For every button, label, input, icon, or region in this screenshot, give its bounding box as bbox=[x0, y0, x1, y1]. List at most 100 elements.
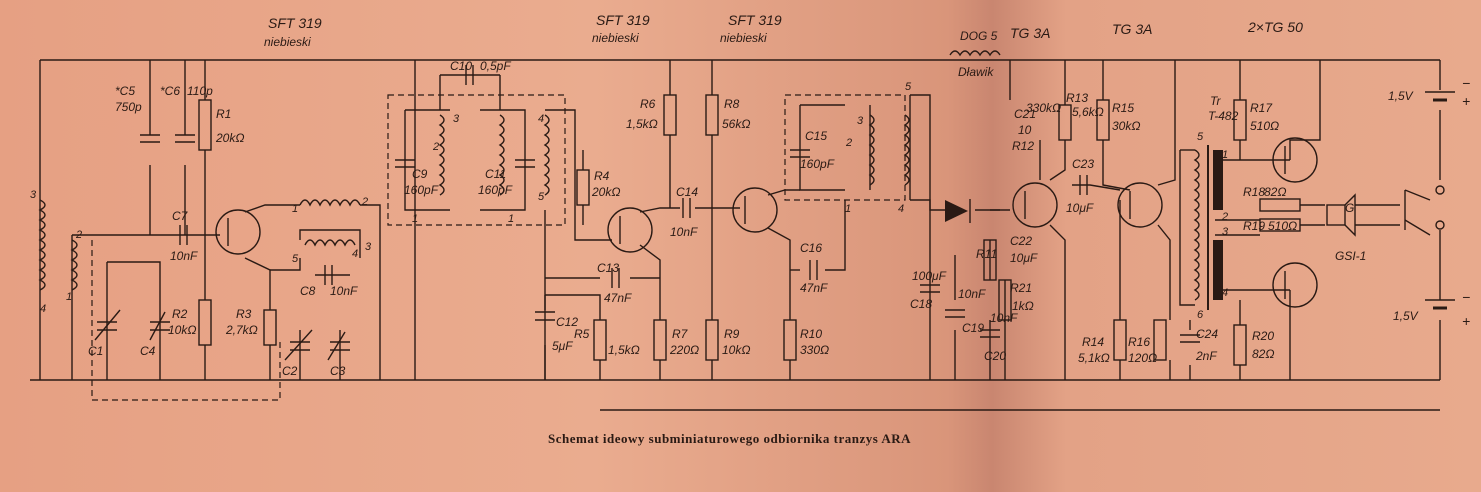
label-val-C20: 10nF bbox=[990, 311, 1018, 325]
label-val-R13: 5,6kΩ bbox=[1072, 105, 1104, 119]
speaker-symbol bbox=[1326, 193, 1356, 237]
pin-num: 3 bbox=[453, 113, 460, 125]
pin-num: 1 bbox=[508, 213, 514, 225]
transistor-label-5: TG 3A bbox=[1112, 21, 1152, 37]
label-val-R15: 30kΩ bbox=[1112, 119, 1140, 133]
battery-plus-1: + bbox=[1462, 93, 1470, 109]
label-ref-R17: R17 bbox=[1250, 101, 1273, 115]
label-ref-R11: R11 bbox=[976, 247, 997, 261]
pin-num: 3 bbox=[30, 189, 37, 201]
transformer-model: T-482 bbox=[1208, 109, 1239, 123]
label-val-C12: 5μF bbox=[552, 339, 573, 353]
resistors bbox=[198, 94, 1301, 366]
label-val-C9: 160pF bbox=[404, 183, 439, 197]
coils bbox=[38, 50, 1001, 291]
label-ref-C6: *C6 bbox=[160, 84, 180, 98]
pin-num: 4 bbox=[40, 303, 46, 315]
label-val-C10: 0,5pF bbox=[480, 59, 511, 73]
pin-num: 3 bbox=[1222, 226, 1229, 238]
pin-num: 3 bbox=[857, 115, 864, 127]
label-val-R7: 220Ω bbox=[669, 343, 699, 357]
diode-symbol bbox=[945, 199, 971, 223]
label-ref-R21: R21 bbox=[1010, 281, 1032, 295]
pin-num: 2 bbox=[432, 141, 439, 153]
label-ref-C22: C22 bbox=[1010, 234, 1032, 248]
pin-num: 4 bbox=[898, 203, 904, 215]
label-ref-C15: C15 bbox=[805, 129, 827, 143]
label-val-R16: 120Ω bbox=[1128, 351, 1157, 365]
label-val-C7: 10nF bbox=[170, 249, 198, 263]
pin-num: 1 bbox=[845, 203, 851, 215]
pin-num: 1 bbox=[292, 203, 298, 215]
output-transformer bbox=[1193, 145, 1223, 310]
label-ref-C4: C4 bbox=[140, 344, 156, 358]
label-ref-C13: C13 bbox=[597, 261, 619, 275]
label-val-R19: 510Ω bbox=[1268, 219, 1297, 233]
wiring bbox=[30, 59, 1441, 411]
label-ref-C2: C2 bbox=[282, 364, 298, 378]
label-ref-C12: C12 bbox=[556, 315, 578, 329]
transistor-sub-3: niebieski bbox=[720, 31, 767, 45]
component-labels: *C5 750p *C6 110p R1 20kΩ C7 10nF R2 10k… bbox=[88, 59, 1297, 378]
label-ref-R18: R18 bbox=[1243, 185, 1265, 199]
label-ref-R5: R5 bbox=[574, 327, 590, 341]
label-val-C8: 10nF bbox=[330, 284, 358, 298]
label-val-C5: 750p bbox=[115, 100, 142, 114]
label-ref-R15: R15 bbox=[1112, 101, 1134, 115]
label-ref-R20: R20 bbox=[1252, 329, 1274, 343]
battery-label-1: 1,5V bbox=[1388, 89, 1414, 103]
pin-num: 6 bbox=[1197, 309, 1204, 321]
label-ref-C18: C18 bbox=[910, 297, 932, 311]
label-val-R2: 10kΩ bbox=[168, 323, 196, 337]
label-val-R14: 5,1kΩ bbox=[1078, 351, 1110, 365]
label-val-C18: 100μF bbox=[912, 269, 947, 283]
transistor-label-3: SFT 319 bbox=[728, 12, 782, 28]
pin-num: 1 bbox=[412, 213, 418, 225]
label-ref-C23: C23 bbox=[1072, 157, 1094, 171]
diagram-caption: Schemat ideowy subminiaturowego odbiorni… bbox=[548, 431, 911, 446]
label-val-C19: 10nF bbox=[958, 287, 986, 301]
label-ref-C7: C7 bbox=[172, 209, 189, 223]
transistor-label-6: 2×TG 50 bbox=[1247, 19, 1303, 35]
label-val-C23: 10μF bbox=[1066, 201, 1094, 215]
label-val-R17: 510Ω bbox=[1250, 119, 1279, 133]
label-ref-R9: R9 bbox=[724, 327, 740, 341]
label-ref-C3: C3 bbox=[330, 364, 346, 378]
pin-num: 1 bbox=[66, 291, 72, 303]
transformer-label: Tr bbox=[1210, 94, 1221, 108]
label-val-C6: 110p bbox=[187, 84, 213, 98]
label-val-C21: 10 bbox=[1018, 123, 1032, 137]
label-ref-C11: C11 bbox=[485, 167, 506, 181]
label-val-R6: 1,5kΩ bbox=[626, 117, 658, 131]
label-ref-C24: C24 bbox=[1196, 327, 1218, 341]
label-val-R9: 10kΩ bbox=[722, 343, 750, 357]
battery-symbols bbox=[1425, 91, 1455, 310]
label-ref-R16: R16 bbox=[1128, 335, 1150, 349]
label-ref-R6: R6 bbox=[640, 97, 656, 111]
label-val-C15: 160pF bbox=[800, 157, 835, 171]
pin-num: 5 bbox=[292, 253, 299, 265]
battery-label-2: 1,5V bbox=[1393, 309, 1419, 323]
label-ref-C8: C8 bbox=[300, 284, 316, 298]
pin-num: 3 bbox=[365, 241, 372, 253]
label-ref-R14: R14 bbox=[1082, 335, 1104, 349]
pin-num: 2 bbox=[845, 137, 852, 149]
label-val-C11: 160pF bbox=[478, 183, 513, 197]
pin-num: 1 bbox=[1222, 149, 1228, 161]
label-val-C22: 10μF bbox=[1010, 251, 1038, 265]
label-val-R20: 82Ω bbox=[1252, 347, 1274, 361]
capacitors bbox=[94, 65, 1200, 361]
battery-minus-1: − bbox=[1462, 75, 1470, 91]
label-ref-C9: C9 bbox=[412, 167, 428, 181]
label-val-C14: 10nF bbox=[670, 225, 698, 239]
pin-num: 2 bbox=[1221, 211, 1228, 223]
pin-num: 5 bbox=[1197, 131, 1204, 143]
label-ref-R7: R7 bbox=[672, 327, 689, 341]
label-ref-C10: C10 bbox=[450, 59, 472, 73]
label-val-C13: 47nF bbox=[604, 291, 632, 305]
special-part-labels: DOG 5 Dławik Tr T-482 G GSI-1 1,5V 1,5V … bbox=[958, 29, 1470, 329]
battery-minus-2: − bbox=[1462, 289, 1470, 305]
label-ref-R1: R1 bbox=[216, 107, 231, 121]
